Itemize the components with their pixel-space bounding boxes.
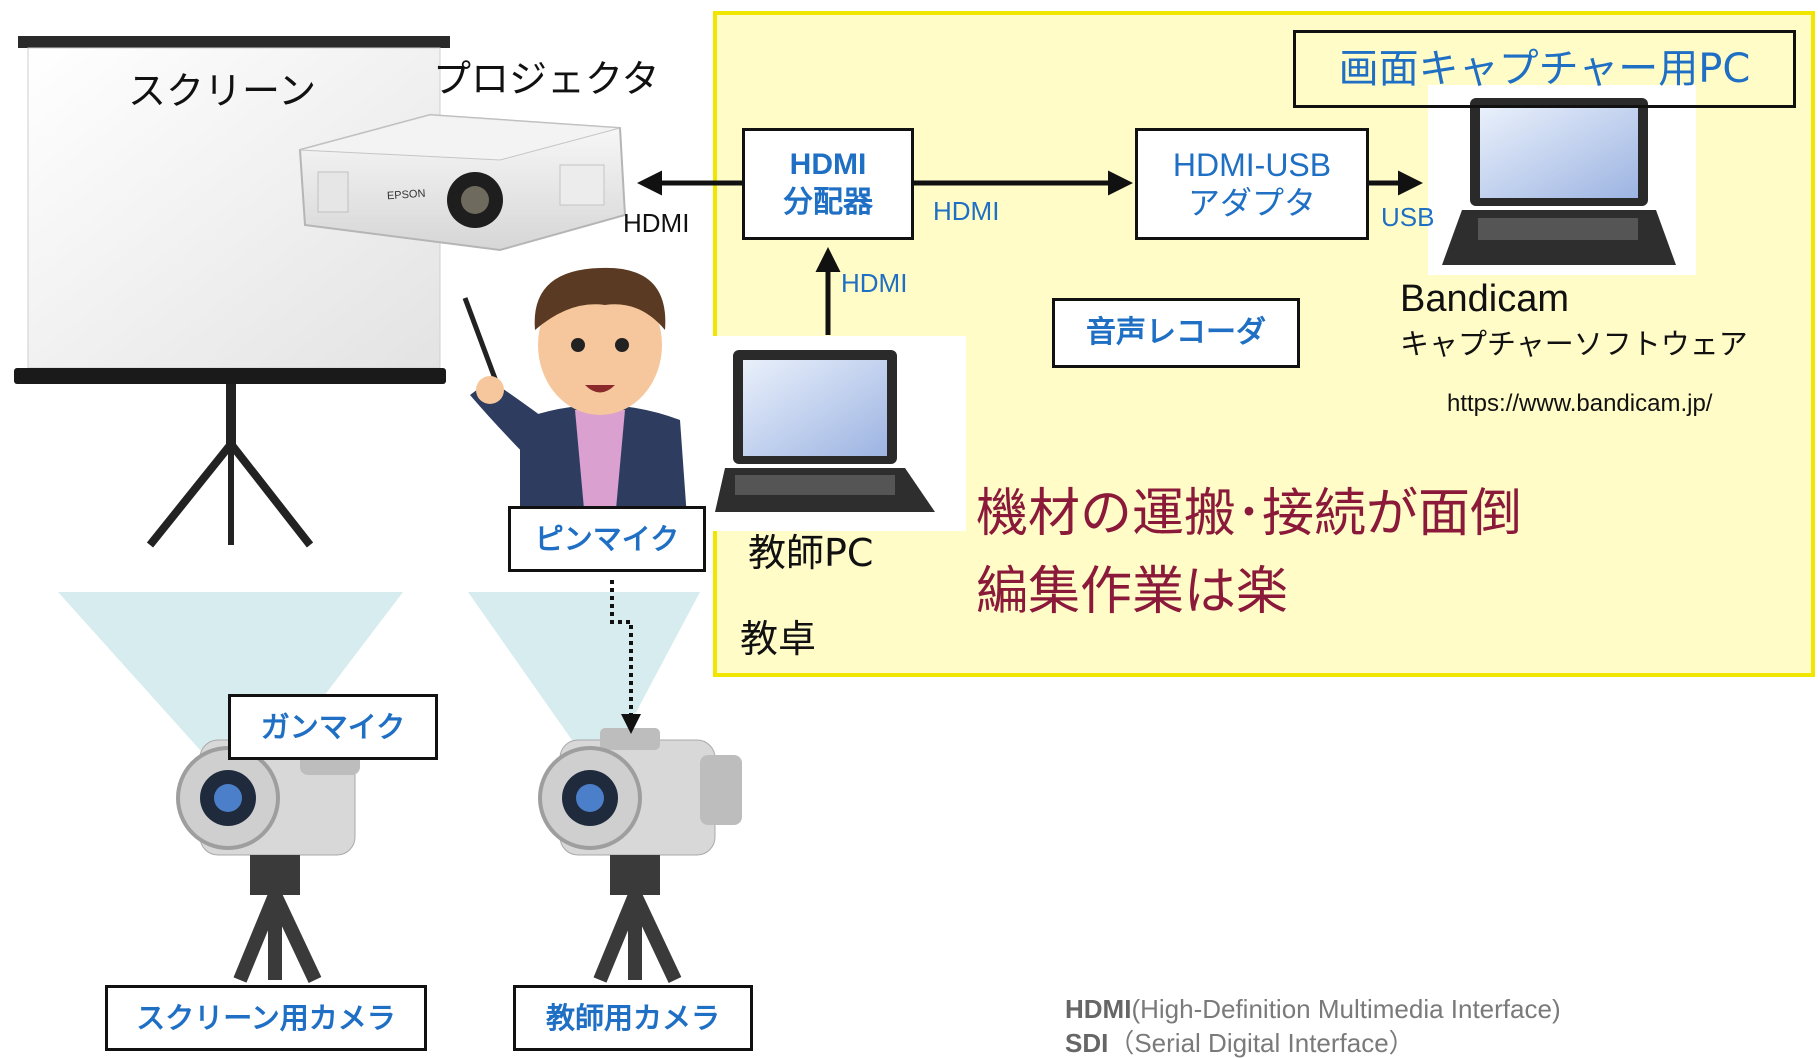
pin-mic-box: ピンマイク [508, 506, 706, 572]
hdmi-splitter-to-adapter-label: HDMI [933, 196, 1000, 226]
capture-pc-label: 画面キャプチャー用PC [1338, 46, 1751, 92]
teacher-laptop-illustration [712, 336, 966, 531]
pin-mic-cable [610, 580, 641, 734]
hdmi-up-label: HDMI [841, 268, 908, 298]
projector-label: プロジェクタ [433, 57, 660, 101]
footnote-hdmi: HDMI(High-Definition Multimedia Interfac… [1065, 996, 1561, 1022]
footnote-sdi-abbr: SDI [1065, 1028, 1109, 1058]
hdmi-to-projector-label: HDMI [623, 208, 690, 238]
screen-camera-label: スクリーン用カメラ [136, 1000, 396, 1035]
screen-camera-illustration [176, 730, 360, 983]
audio-recorder-box: 音声レコーダ [1052, 298, 1300, 368]
gun-mic-label: ガンマイク [260, 709, 406, 744]
adapter-label-line2: アダプタ [1187, 184, 1316, 222]
desk-label: 教卓 [740, 617, 817, 661]
projector-illustration [298, 113, 627, 252]
hdmi-splitter-box: HDMI 分配器 [742, 128, 914, 240]
bandicam-label: Bandicam [1400, 278, 1569, 320]
adapter-label-line1: HDMI-USB [1172, 147, 1332, 183]
capture-laptop-illustration [1428, 85, 1696, 275]
teacher-camera-illustration [538, 728, 742, 983]
footnote-sdi: SDI（Serial Digital Interface） [1065, 1030, 1415, 1056]
footnote-hdmi-full: (High-Definition Multimedia Interface) [1131, 994, 1561, 1024]
teacher-pc-label: 教師PC [748, 531, 874, 575]
teacher-camera-label: 教師用カメラ [545, 1000, 720, 1035]
usb-label: USB [1381, 202, 1435, 232]
note-line-2: 編集作業は楽 [976, 562, 1289, 622]
teacher-camera-beam [468, 592, 700, 780]
capture-pc-label-box: 画面キャプチャー用PC [1293, 30, 1796, 108]
audio-recorder-label: 音声レコーダ [1086, 315, 1266, 350]
hdmi-splitter-label-line1: HDMI [789, 148, 867, 181]
footnote-sdi-full: （Serial Digital Interface） [1108, 1028, 1415, 1058]
pin-mic-label: ピンマイク [534, 521, 680, 556]
gun-mic-box: ガンマイク [228, 694, 438, 760]
hdmi-usb-adapter-box: HDMI-USB アダプタ [1135, 128, 1369, 240]
screen-label: スクリーン [128, 69, 317, 113]
capture-software-label: キャプチャーソフトウェア [1400, 327, 1748, 361]
teacher-camera-box: 教師用カメラ [513, 985, 753, 1051]
screen-camera-box: スクリーン用カメラ [105, 985, 427, 1051]
footnote-hdmi-abbr: HDMI [1065, 994, 1132, 1024]
hdmi-splitter-label-line2: 分配器 [783, 185, 873, 220]
note-line-1: 機材の運搬･接続が面倒 [976, 484, 1523, 544]
bandicam-url: https://www.bandicam.jp/ [1447, 390, 1713, 417]
